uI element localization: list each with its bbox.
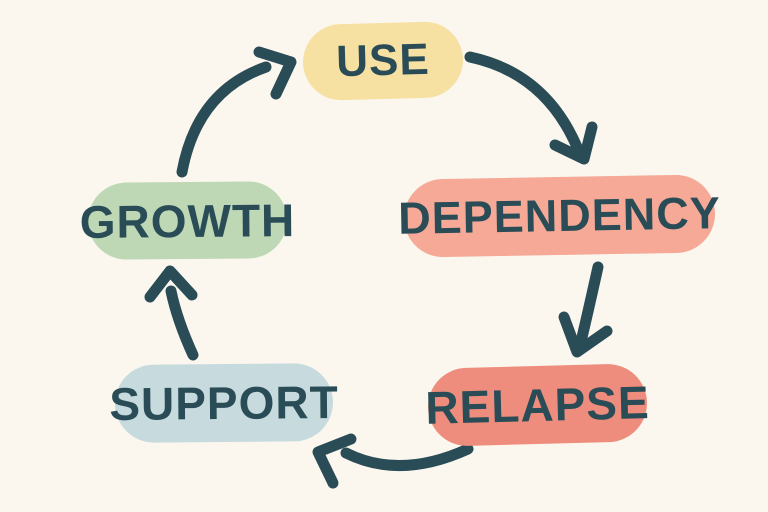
node-use-label: USE — [335, 34, 431, 87]
node-relapse-label: RELAPSE — [424, 376, 651, 434]
arrow-dependency-to-relapse-icon — [558, 261, 613, 358]
node-dependency-label: DEPENDENCY — [397, 187, 722, 244]
node-support-label: SUPPORT — [109, 376, 339, 430]
arrow-growth-to-use-icon — [176, 46, 297, 178]
arrow-use-to-dependency-icon — [464, 51, 598, 165]
node-growth-label: GROWTH — [79, 193, 296, 248]
node-dependency: DEPENDENCY — [398, 174, 721, 258]
node-use: USE — [302, 20, 464, 102]
node-support: SUPPORT — [109, 363, 339, 443]
node-relapse: RELAPSE — [424, 363, 651, 447]
arrow-support-to-growth-icon — [144, 265, 199, 361]
arrow-relapse-to-support-icon — [312, 433, 474, 489]
node-growth: GROWTH — [80, 181, 295, 260]
